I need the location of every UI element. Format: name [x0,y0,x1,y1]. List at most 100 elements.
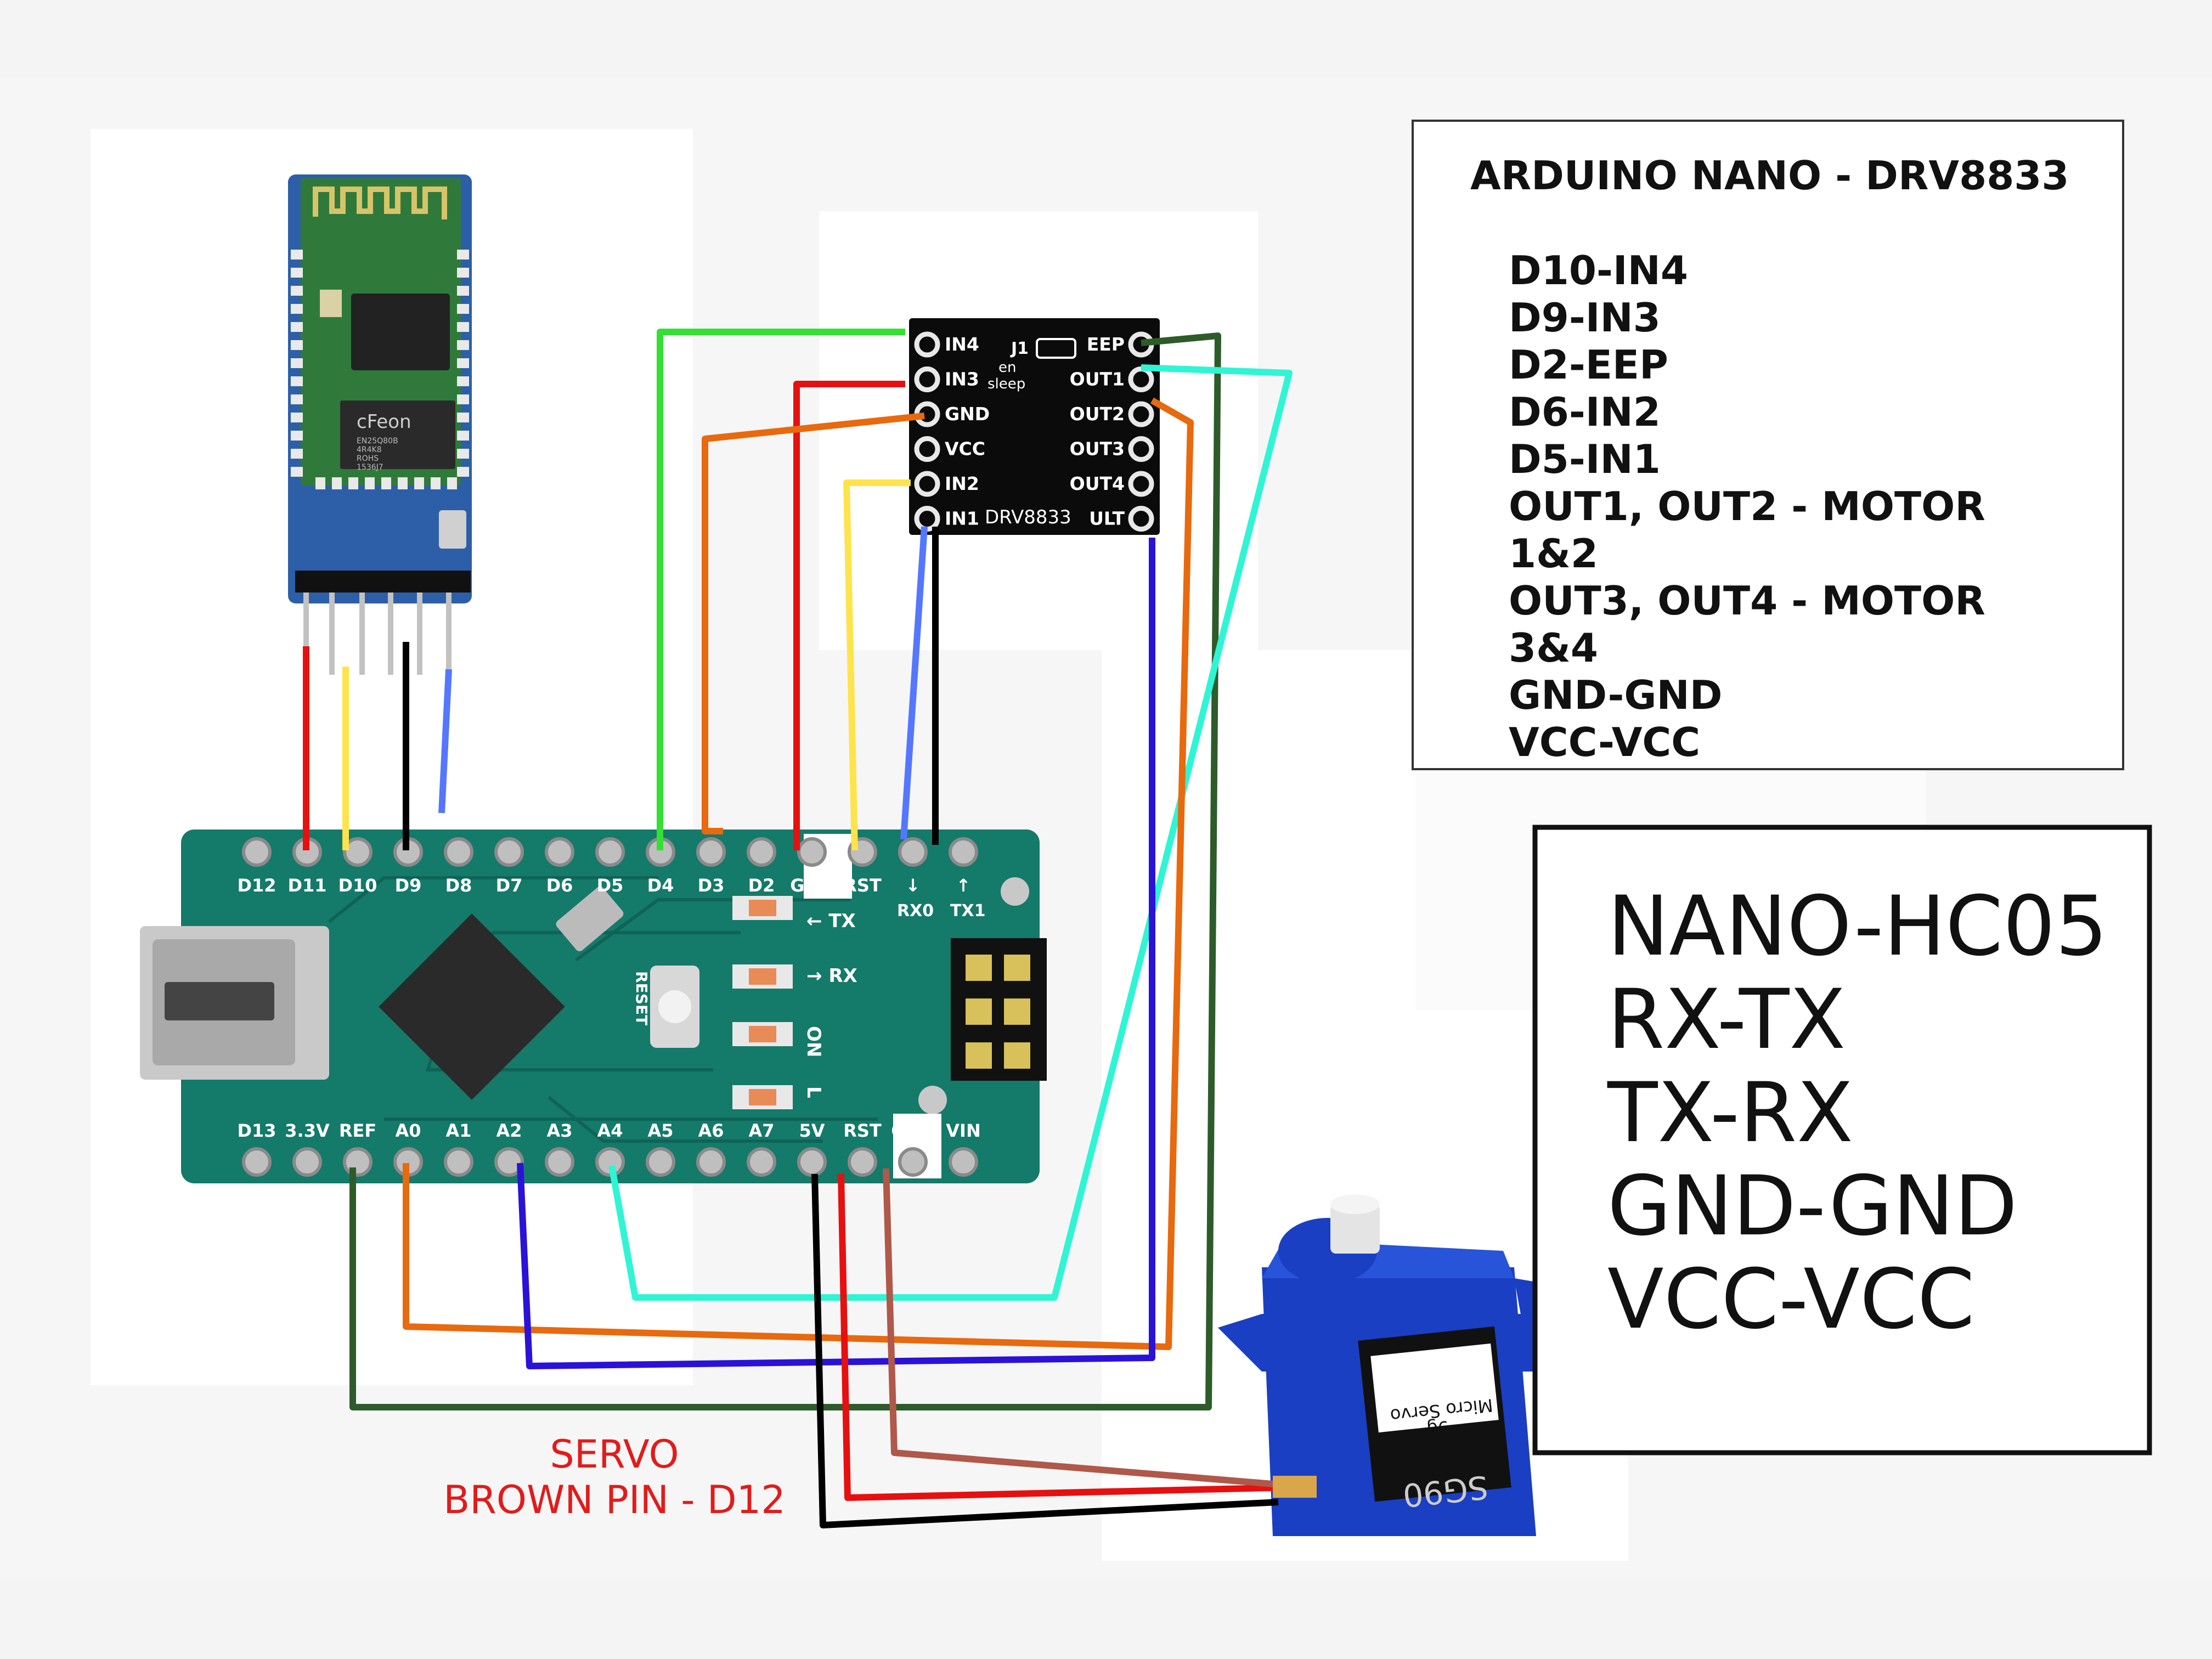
drv-left-pad[interactable] [914,366,940,392]
nano-bottom-pad[interactable] [343,1147,373,1177]
nano-top-label: D5 [597,875,624,896]
nano-top-label: D11 [287,875,326,896]
led-label-on: ON [803,1026,825,1057]
nano-bottom-pad[interactable] [545,1147,574,1177]
wire-rst-in2-yellow [843,479,911,851]
nano-bottom-pad[interactable] [242,1147,272,1177]
nano-top-pad[interactable] [444,837,473,867]
nano-bottom-pad[interactable] [949,1147,978,1177]
hc05-flash-chip [340,400,455,469]
hc05-edge-pad [457,322,469,332]
drv-right-label: OUT2 [1070,403,1125,425]
nano-top-label: GND [790,875,834,896]
nano-bottom-pad[interactable] [848,1147,877,1177]
reset-button[interactable] [658,990,691,1023]
nano-bottom-pad[interactable] [292,1147,322,1177]
nano-bottom-label: A7 [748,1120,774,1141]
hc05-edge-pad [291,431,303,441]
drv-left-pad[interactable] [914,331,940,358]
nano-bottom-pads [242,1147,978,1177]
hc05-edge-pad [457,250,469,259]
nano-bottom-label: A3 [546,1120,572,1141]
hc05-chip-text-3: ROHS [357,454,379,463]
drv-right-pad[interactable] [1128,471,1154,497]
nano-bottom-pad[interactable] [797,1147,827,1177]
nano-top-pad[interactable] [343,837,373,867]
hc05-edge-pad [457,358,469,368]
hc05-chip [351,294,450,370]
box1-line: D9-IN3 [1509,295,1661,341]
icsp-pins [966,955,1030,1069]
nano-bottom-label: GND [891,1120,935,1141]
drv-left-pad[interactable] [914,436,940,462]
hc05-edge-pad [457,268,469,278]
hc05-edge-pad [457,431,469,441]
box2-line: GND-GND [1607,1159,2018,1254]
nano-top-pad[interactable] [494,837,524,867]
nano-bottom-pad[interactable] [444,1147,473,1177]
crystal-oscillator [556,887,624,951]
drv-left-label: IN1 [945,508,979,529]
nano-bottom-pad[interactable] [494,1147,524,1177]
nano-bottom-pad[interactable] [646,1147,675,1177]
nano-top-label: D10 [338,875,377,896]
nano-top-pad[interactable] [545,837,574,867]
box1-line: GND-GND [1509,672,1722,718]
hc05-pin [303,592,309,675]
drv-left-label: IN4 [945,334,979,355]
mini-usb-port [165,982,274,1020]
nano-bottom-pad[interactable] [898,1147,928,1177]
nano-bottom-label: A2 [496,1120,522,1141]
nano-top-pad[interactable] [696,837,726,867]
hc05-edge-pad [414,477,424,489]
hc05-edge-pad [431,477,441,489]
nano-top-pad[interactable] [797,837,827,867]
hc05-edge-pad [291,394,303,404]
drv8833-pcb [909,318,1160,535]
hc05-edge-pad [457,449,469,459]
wire-d5-gnd-orange [702,413,925,834]
wires [303,329,1293,1528]
hc05-edge-pad [457,286,469,296]
hc05-chip-text-2: 4R4K8 [357,445,382,454]
hc05-edge-pad [315,477,325,489]
drv-right-pad[interactable] [1128,506,1154,532]
nano-top-pad[interactable] [898,837,928,867]
hc05-edge-pad [291,250,303,259]
wire-gnd-brown [883,1168,1273,1487]
drv-right-pad[interactable] [1128,401,1154,427]
hc05-crystal [320,290,342,317]
nano-top-label: D4 [647,875,674,896]
servo-shaft-top [1330,1194,1380,1214]
drv-left-pad[interactable] [914,471,940,497]
servo-shaft[interactable] [1330,1204,1380,1254]
nano-top-label: D6 [546,875,573,896]
box2-frame [1532,825,2152,1455]
nano-bottom-pad[interactable] [747,1147,776,1177]
servo-label-text-2: 9g [1426,1417,1450,1440]
nano-top-pad[interactable] [949,837,978,867]
hc05-edge-pad [291,358,303,368]
hc05-edge-pad [291,340,303,350]
nano-top-pad[interactable] [595,837,625,867]
nano-bottom-label: 3.3V [285,1120,330,1141]
hc05-edge-pad [291,449,303,459]
drv-right-label: OUT4 [1070,473,1125,494]
hc05-edge-pad [332,477,342,489]
nano-bottom-pad[interactable] [696,1147,726,1177]
nano-led-lens [749,900,776,916]
servo-note: SERVO BROWN PIN - D12 [443,1432,786,1522]
hc05-pin [388,592,393,675]
drv-left-pad[interactable] [914,506,940,532]
box2-line: VCC-VCC [1607,1252,1975,1347]
nano-top-pad[interactable] [242,837,272,867]
box1-line: D2-EEP [1509,342,1668,388]
wire-out2-orange [403,397,1194,1350]
hc05-pin [359,592,365,675]
servo-label-sticker [1370,1343,1499,1433]
nano-top-pad[interactable] [747,837,776,867]
drv-right-pad[interactable] [1128,366,1154,392]
drv-right-pad[interactable] [1128,436,1154,462]
